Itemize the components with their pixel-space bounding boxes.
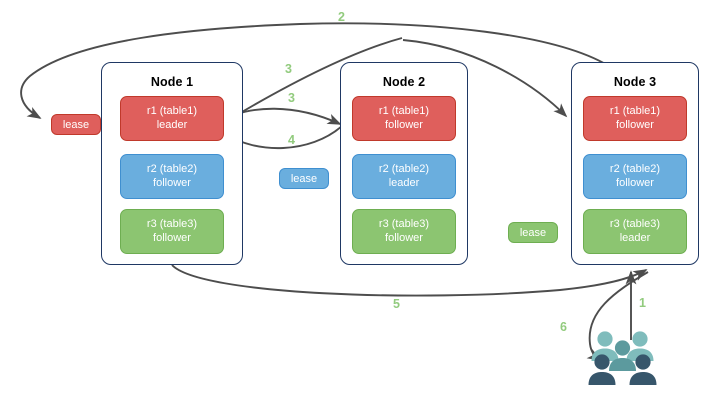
replica-name: r2 (table2) — [609, 163, 661, 175]
replica-name: r3 (table3) — [146, 218, 198, 230]
replica-node3-r2[interactable]: r2 (table2) follower — [583, 154, 687, 199]
node-title-2: Node 2 — [382, 75, 426, 89]
replica-name: r2 (table2) — [146, 163, 198, 175]
replica-node2-r2[interactable]: r2 (table2) leader — [352, 154, 456, 199]
replica-name: r1 (table1) — [378, 105, 430, 117]
replica-name: r2 (table2) — [378, 163, 430, 175]
replica-name: r1 (table1) — [609, 105, 661, 117]
step-label-4: 4 — [288, 133, 295, 147]
lease-badge-table1[interactable]: lease — [51, 114, 101, 135]
replica-role: follower — [385, 231, 423, 244]
step-label-3-lower: 3 — [288, 91, 295, 105]
replica-role: leader — [388, 176, 420, 189]
lease-label: lease — [519, 226, 547, 239]
replica-role: leader — [156, 118, 188, 131]
arrow-4-node2-to-node1 — [224, 125, 343, 149]
arrow-5-node1-to-node3 — [171, 264, 648, 297]
users-icon — [588, 331, 657, 385]
lease-label: lease — [290, 172, 318, 185]
lease-badge-table3[interactable]: lease — [508, 222, 558, 243]
replica-node3-r3[interactable]: r3 (table3) leader — [583, 209, 687, 254]
node-title-1: Node 1 — [150, 75, 194, 89]
replica-name: r1 (table1) — [146, 105, 198, 117]
replica-name: r3 (table3) — [609, 218, 661, 230]
replica-role: leader — [619, 231, 651, 244]
step-label-1: 1 — [639, 296, 646, 310]
step-label-2: 2 — [338, 10, 345, 24]
replica-role: follower — [385, 118, 423, 131]
step-label-6: 6 — [560, 320, 567, 334]
replica-node1-r2[interactable]: r2 (table2) follower — [120, 154, 224, 199]
replica-role: follower — [153, 231, 191, 244]
replica-node2-r3[interactable]: r3 (table3) follower — [352, 209, 456, 254]
replica-role: follower — [616, 118, 654, 131]
replica-role: follower — [153, 176, 191, 189]
step-label-5: 5 — [393, 297, 400, 311]
replica-node2-r1[interactable]: r1 (table1) follower — [352, 96, 456, 141]
replica-node3-r1[interactable]: r1 (table1) follower — [583, 96, 687, 141]
replica-name: r3 (table3) — [378, 218, 430, 230]
node-title-3: Node 3 — [613, 75, 657, 89]
step-label-3-upper: 3 — [285, 62, 292, 76]
replica-node1-r1[interactable]: r1 (table1) leader — [120, 96, 224, 141]
replica-node1-r3[interactable]: r3 (table3) follower — [120, 209, 224, 254]
lease-badge-table2[interactable]: lease — [279, 168, 329, 189]
lease-label: lease — [62, 118, 90, 131]
replica-role: follower — [616, 176, 654, 189]
